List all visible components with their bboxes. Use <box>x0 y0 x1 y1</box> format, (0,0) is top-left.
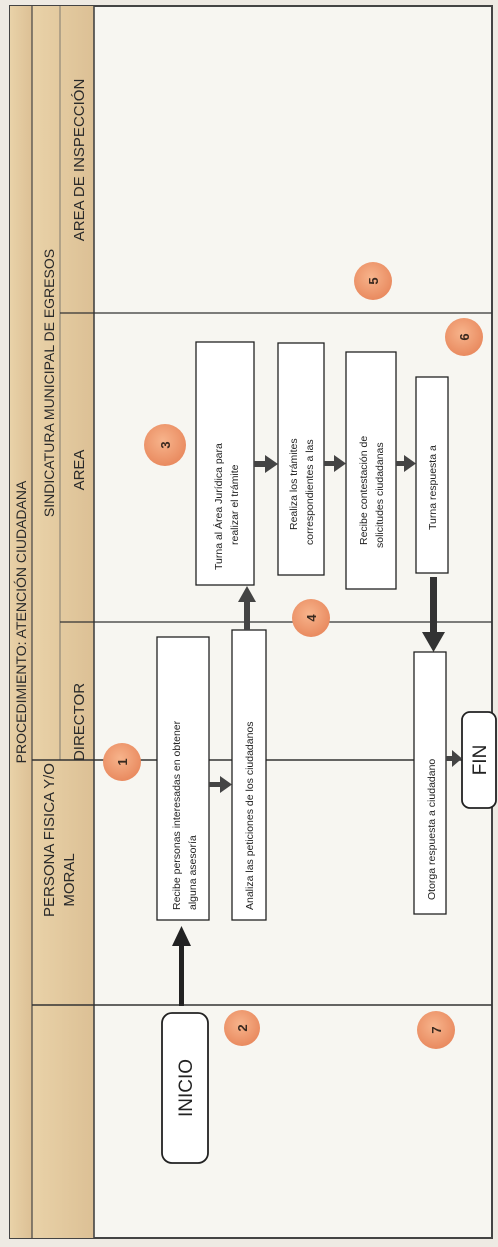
arrow-otorga-to-fin <box>446 750 462 767</box>
end-terminal <box>461 711 497 809</box>
procedure-title: PROCEDIMIENTO: ATENCIÓN CIUDADANA <box>13 480 29 763</box>
step-otorga-respuesta <box>413 651 447 915</box>
marker-6: 6 <box>445 318 483 356</box>
end-label: FIN <box>470 745 491 776</box>
arrow-turna-to-realiza <box>254 455 278 473</box>
step-recibe-contestacion <box>345 351 397 590</box>
step-analiza-peticiones <box>231 629 267 921</box>
lane-director: DIRECTOR <box>71 683 88 761</box>
marker-5: 5 <box>354 262 392 300</box>
step-analiza-peticiones-text: Analiza las peticiones de los ciudadanos <box>244 721 256 910</box>
start-label: INICIO <box>176 1059 197 1117</box>
title-band <box>10 6 32 1238</box>
lane-area: AREA <box>71 450 88 491</box>
arrow-analiza-to-turna <box>238 586 256 630</box>
svg-text:3: 3 <box>158 441 173 448</box>
svg-text:2: 2 <box>235 1024 250 1031</box>
marker-3: 3 <box>144 424 186 466</box>
step-realiza-tramites-line1: Realiza los trámites <box>288 438 300 530</box>
marker-2: 2 <box>224 1010 260 1046</box>
step-otorga-respuesta-text: Otorga respuesta a ciudadano <box>426 759 438 900</box>
step-recibe-personas-line1: Recibe personas interesadas en obtener <box>171 720 183 910</box>
lane-area-inspeccion: AREA DE INSPECCIÓN <box>71 79 88 242</box>
department-title: SINDICATURA MUNICIPAL DE EGRESOS <box>41 249 57 517</box>
step-turna-juridica <box>195 341 255 586</box>
start-terminal <box>161 1012 209 1164</box>
step-realiza-tramites-line2: correspondientes a las <box>304 439 316 545</box>
step-recibe-personas <box>156 636 210 921</box>
step-turna-respuesta-text: Turna respuesta a <box>427 445 439 530</box>
step-recibe-personas-line2: alguna asesoría <box>187 835 199 910</box>
svg-text:6: 6 <box>457 333 472 340</box>
arrow-realiza-to-recibe <box>324 455 346 472</box>
step-turna-respuesta <box>415 376 449 574</box>
svg-text:7: 7 <box>429 1026 444 1033</box>
svg-text:5: 5 <box>366 277 381 284</box>
marker-4: 4 <box>292 599 330 637</box>
step-turna-juridica-line2: realizar el trámite <box>229 464 241 545</box>
arrow-recibe-to-analiza <box>209 776 232 793</box>
step-turna-juridica-line1: Turna al Área Jurídica para <box>212 443 225 570</box>
marker-1: 1 <box>103 743 141 781</box>
arrow-recibe-to-turna-respuesta <box>396 455 416 472</box>
marker-7: 7 <box>417 1011 455 1049</box>
svg-text:1: 1 <box>115 758 130 765</box>
step-realiza-tramites <box>277 342 325 576</box>
step-recibe-contestacion-line2: solicitudes ciudadanas <box>374 442 386 548</box>
arrow-turna-to-otorga <box>422 577 445 652</box>
arrow-inicio-to-recibe <box>172 926 191 1006</box>
svg-text:4: 4 <box>304 614 319 622</box>
lane-persona-line2: MORAL <box>61 853 78 906</box>
step-recibe-contestacion-line1: Recibe contestación de <box>358 436 370 545</box>
lane-persona-line1: PERSONA FISICA Y/O <box>41 763 58 917</box>
